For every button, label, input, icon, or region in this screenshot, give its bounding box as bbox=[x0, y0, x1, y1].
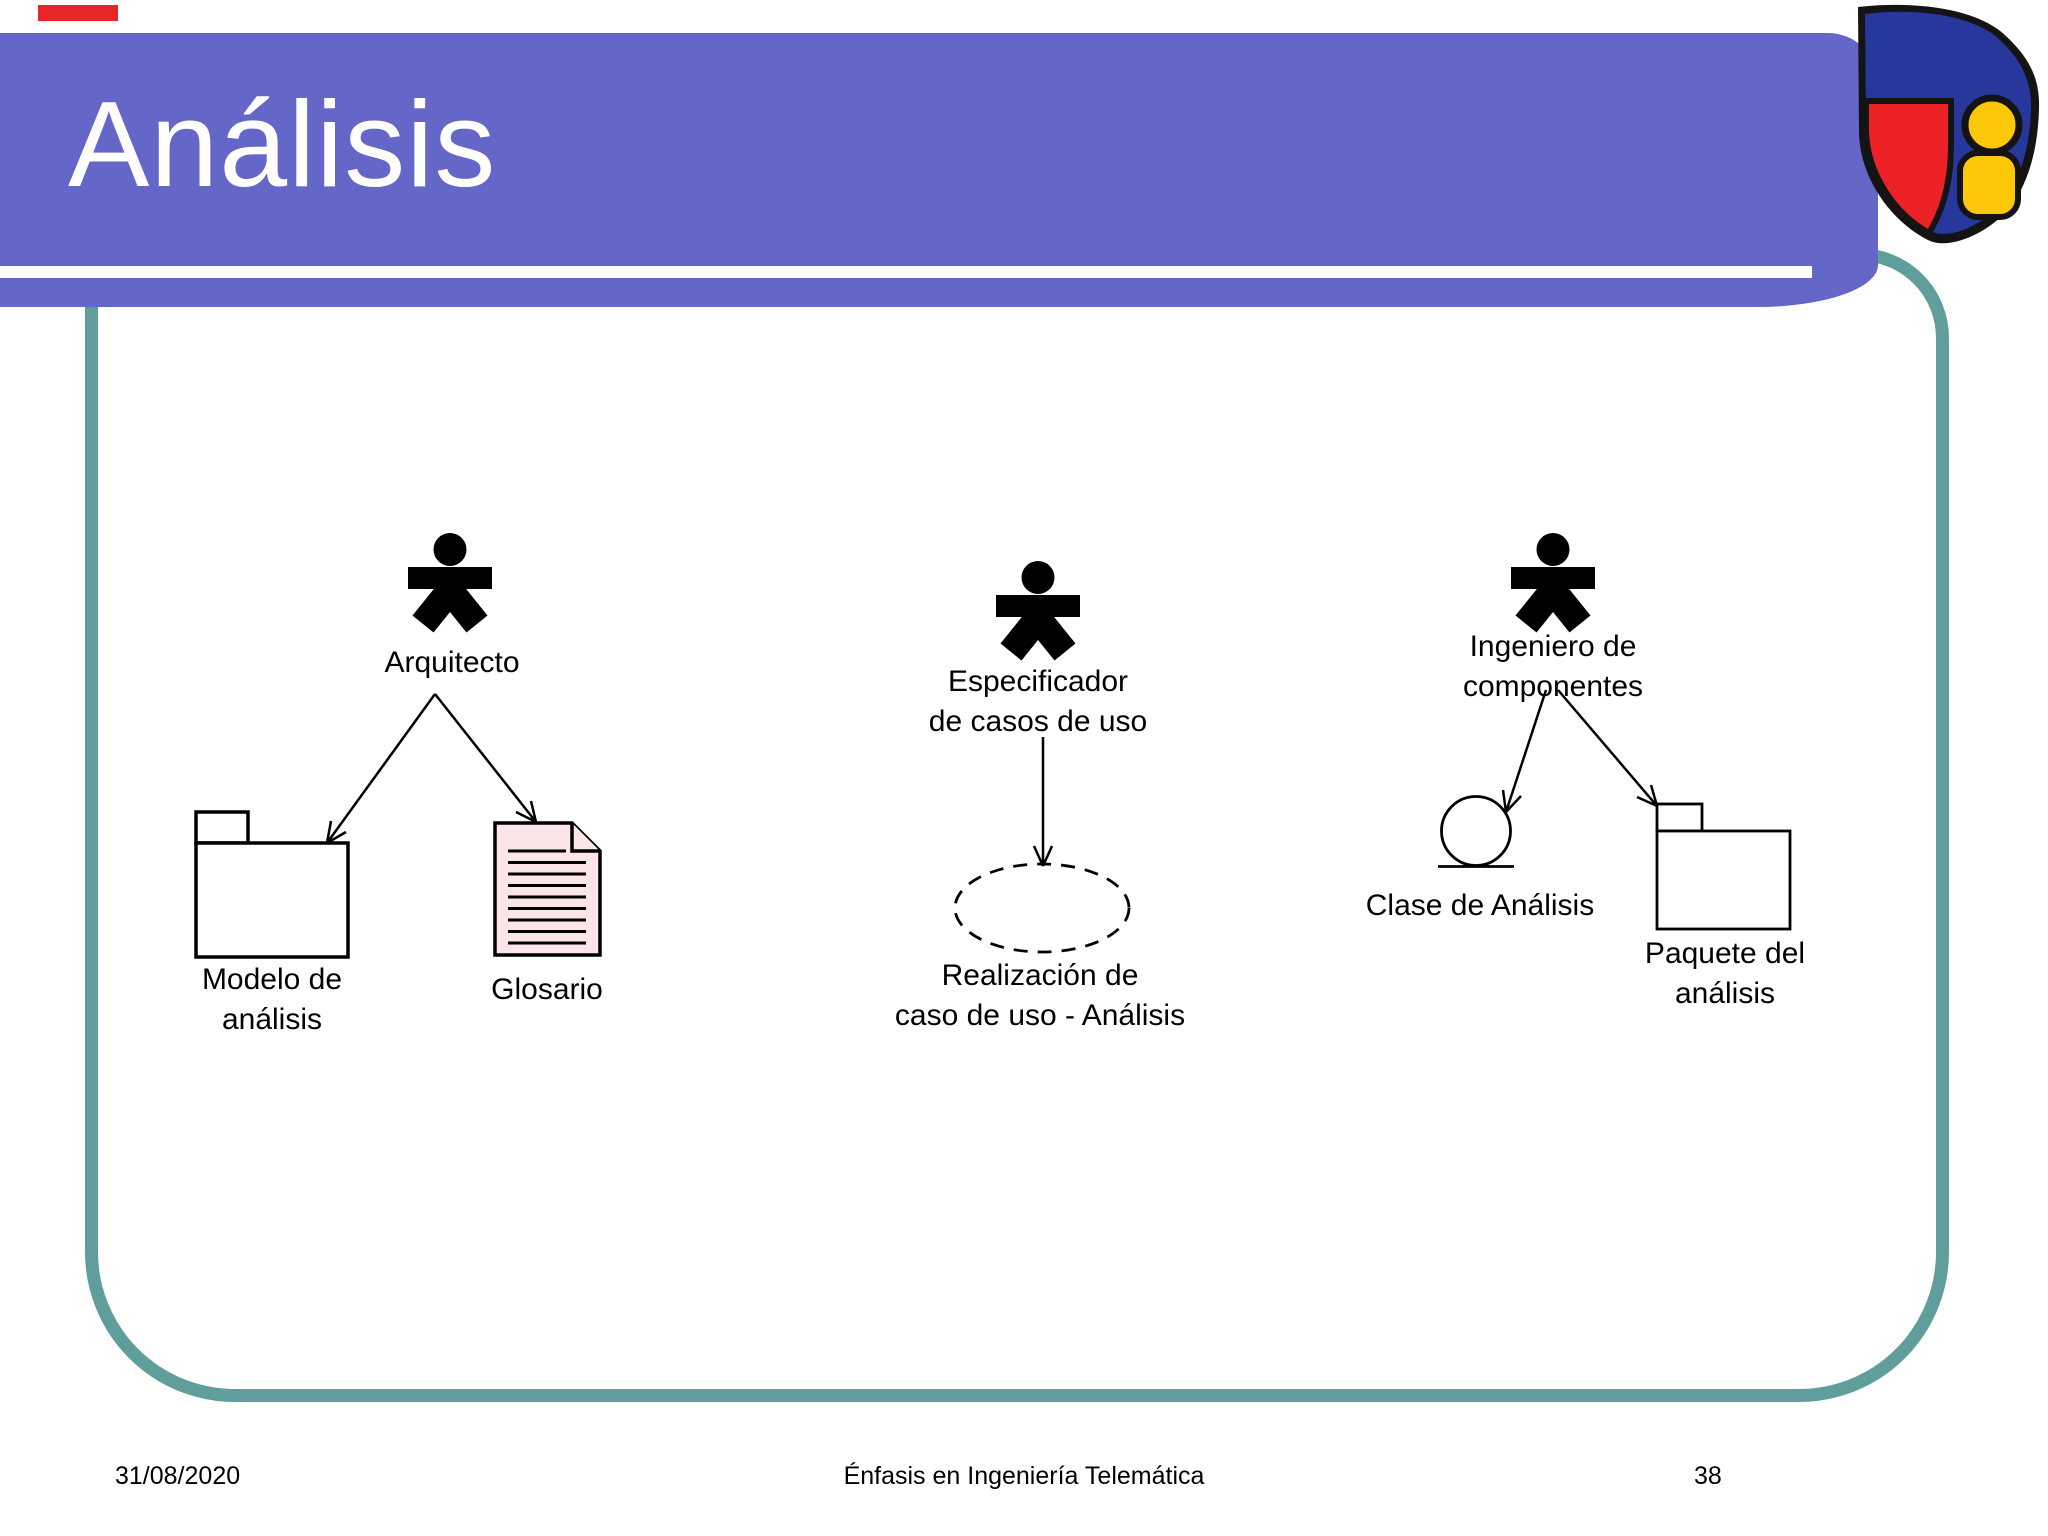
title-band bbox=[0, 33, 1878, 307]
use-case-realization-ellipse bbox=[953, 862, 1131, 954]
page-title: Análisis bbox=[68, 76, 497, 212]
arrow-architect-to-model bbox=[325, 693, 437, 845]
component-engineer-label-line1: Ingeniero de bbox=[1469, 630, 1637, 663]
component-engineer-label-line2: componentes bbox=[1462, 670, 1644, 703]
analysis-package-label-line2: análisis bbox=[1674, 977, 1776, 1010]
use-case-realization-label: Realización de caso de uso - Análisis bbox=[895, 956, 1185, 1036]
use-case-specifier-label: Especificador de casos de uso bbox=[929, 662, 1147, 742]
analysis-model-label-line2: análisis bbox=[221, 1003, 323, 1036]
analysis-model-label: Modelo de análisis bbox=[202, 960, 342, 1040]
analysis-model-label-line1: Modelo de bbox=[201, 963, 343, 996]
use-case-specifier-label-line1: Especificador bbox=[947, 665, 1129, 698]
component-engineer-worker-icon bbox=[1511, 533, 1595, 624]
arrow-architect-to-glossary bbox=[434, 693, 538, 824]
arrow-engineer-to-class bbox=[1501, 689, 1548, 813]
footer-date: 31/08/2020 bbox=[115, 1462, 241, 1490]
top-left-accent-bar bbox=[38, 5, 118, 21]
footer-course-title: Énfasis en Ingeniería Telemática bbox=[843, 1462, 1205, 1490]
arrow-engineer-to-package bbox=[1557, 689, 1659, 808]
analysis-model-package-icon bbox=[194, 810, 350, 959]
analysis-class-icon bbox=[1438, 795, 1514, 868]
title-band-underline bbox=[0, 266, 1812, 278]
glossary-label: Glosario bbox=[491, 973, 603, 1006]
use-case-specifier-worker-icon bbox=[996, 561, 1080, 652]
arrow-specifier-to-realization bbox=[1032, 737, 1054, 867]
use-case-realization-label-line1: Realización de bbox=[941, 959, 1139, 992]
glossary-document-icon bbox=[493, 821, 602, 957]
use-case-specifier-label-line2: de casos de uso bbox=[928, 705, 1148, 738]
component-engineer-label: Ingeniero de componentes bbox=[1463, 627, 1643, 707]
architect-worker-icon bbox=[408, 533, 492, 624]
use-case-realization-label-line2: caso de uso - Análisis bbox=[894, 999, 1186, 1032]
footer-page-number: 38 bbox=[1694, 1462, 1722, 1490]
analysis-class-label: Clase de Análisis bbox=[1365, 889, 1595, 922]
analysis-package-icon bbox=[1655, 802, 1792, 931]
architect-label: Arquitecto bbox=[384, 646, 520, 679]
analysis-package-label-line1: Paquete del bbox=[1644, 937, 1806, 970]
analysis-package-label: Paquete del análisis bbox=[1645, 934, 1805, 1014]
university-logo-icon bbox=[1858, 4, 2040, 244]
